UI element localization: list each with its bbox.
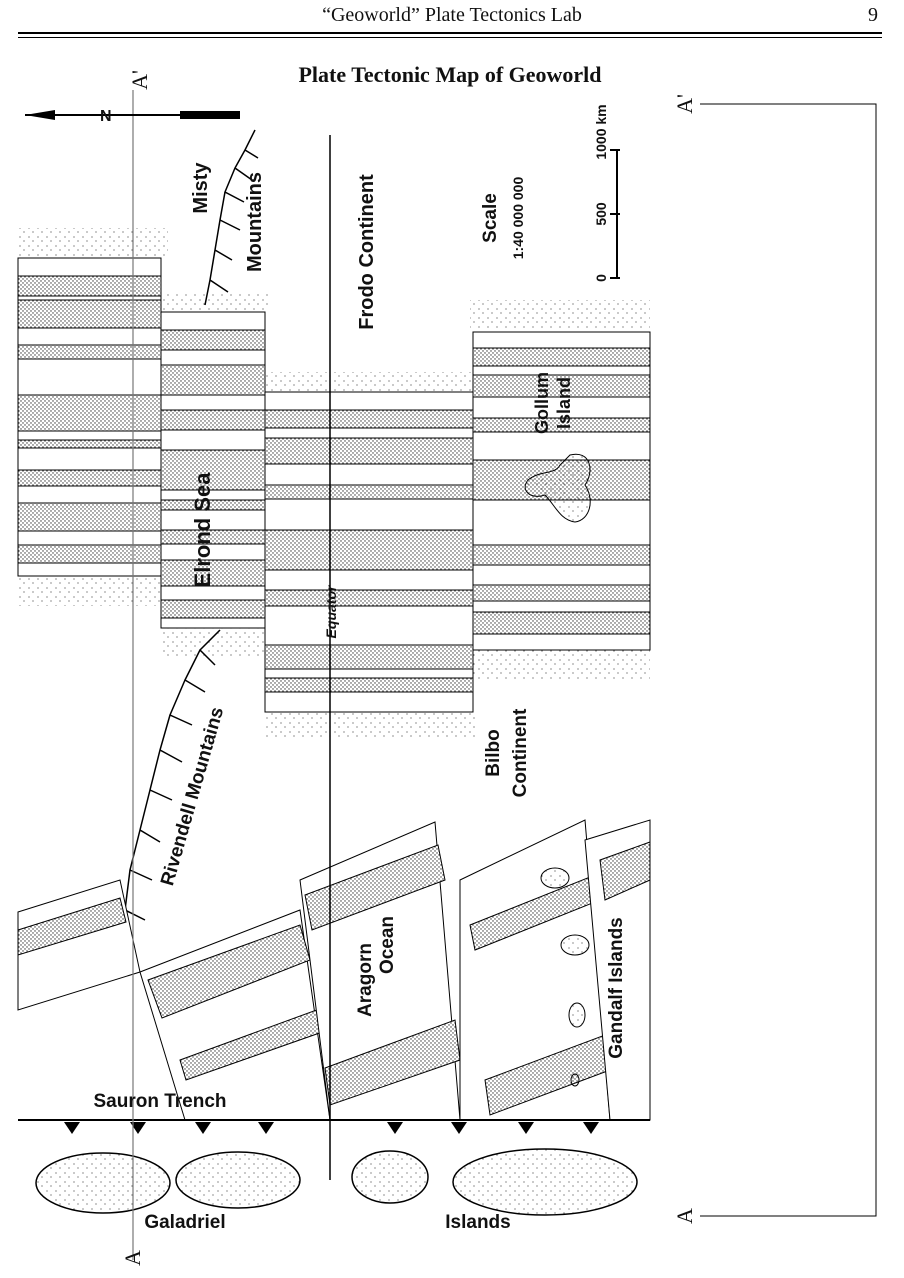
header-title: “Geoworld” Plate Tectonics Lab [322, 4, 582, 26]
section-markers: A' A A' A [120, 70, 877, 1266]
scale-title: Scale [480, 193, 501, 243]
label-misty: Misty [190, 162, 212, 214]
scale-tick-1000: 1000 km [593, 104, 609, 159]
sauron-trench-symbol [18, 1119, 650, 1134]
section-bottom-left: A [120, 1250, 145, 1266]
label-islands: Islands [445, 1212, 510, 1233]
misty-mountains-symbol [204, 129, 259, 306]
seafloor-block-1 [17, 257, 162, 577]
section-bracket [700, 103, 877, 1217]
seafloor-block-2 [160, 311, 266, 629]
label-gollum: Gollum [532, 372, 552, 434]
label-frodo: Frodo Continent [356, 174, 378, 330]
page-header: “Geoworld” Plate Tectonics Lab 9 [0, 0, 904, 38]
north-arrow: N [25, 108, 240, 125]
seafloor-block-3 [264, 391, 474, 713]
label-equator: Equator [323, 584, 339, 638]
scale-labels: Scale 1:40 000 000 0 500 1000 km [480, 104, 609, 282]
label-rivendell: Rivendell Mountains [157, 705, 228, 888]
label-bilbo: Bilbo [483, 729, 504, 777]
coast-shading [18, 228, 650, 740]
scale-tick-500: 500 [593, 202, 609, 226]
section-top-right: A' [672, 94, 697, 114]
label-gollum-island: Island [554, 377, 574, 429]
header-rule [18, 32, 882, 34]
gollum-island-symbol [524, 453, 591, 523]
label-gandalf: Gandalf Islands [606, 917, 627, 1058]
header-rule-thin [18, 37, 882, 38]
galadriel-islands-symbol [35, 1148, 638, 1216]
map-title: Plate Tectonic Map of Geoworld [298, 62, 602, 87]
label-aragorn-ocean: Ocean [377, 916, 398, 974]
aragorn-seafloor [17, 819, 651, 1121]
label-misty-mountains: Mountains [244, 172, 266, 272]
north-label: N [100, 108, 112, 125]
label-aragorn: Aragorn [355, 943, 376, 1017]
scale-tick-0: 0 [593, 274, 609, 282]
label-galadriel: Galadriel [144, 1212, 225, 1233]
label-bilbo-continent: Continent [510, 708, 531, 797]
scale-bar [610, 149, 620, 279]
label-sauron: Sauron Trench [93, 1091, 226, 1112]
label-elrond: Elrond Sea [190, 472, 215, 588]
rivendell-mountains-symbol [124, 629, 221, 966]
scale-ratio: 1:40 000 000 [510, 177, 526, 260]
gandalf-islands-symbol [540, 867, 590, 1087]
section-bottom-right: A [672, 1208, 697, 1224]
page-number: 9 [868, 4, 878, 26]
section-top-left: A' [127, 70, 152, 90]
